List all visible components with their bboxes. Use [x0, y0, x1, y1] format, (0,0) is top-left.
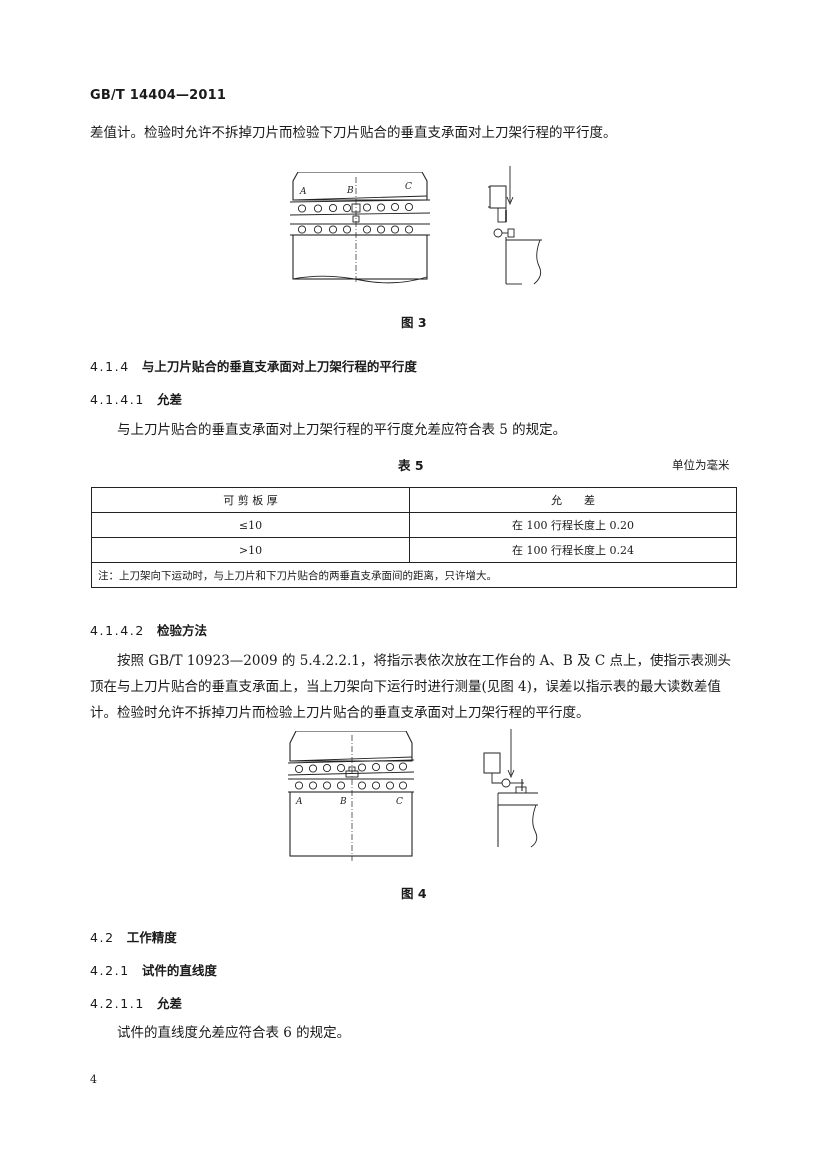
section-title: 允差 — [156, 996, 182, 1011]
figure-4-side-view — [478, 729, 548, 849]
fig3-label-a: A — [299, 187, 307, 197]
section-4-1-4-heading: 4.1.4 与上刀片贴合的垂直支承面对上刀架行程的平行度 — [90, 356, 417, 375]
table-5-title: 表 5 — [398, 458, 424, 473]
section-4-2-1-1-heading: 4.2.1.1 允差 — [90, 993, 182, 1012]
paragraph-continuation: 差值计。检验时允许不拆掉刀片而检验下刀片贴合的垂直支承面对上刀架行程的平行度。 — [90, 125, 617, 141]
section-number: 4.2.1 — [90, 963, 130, 978]
section-title: 检验方法 — [156, 623, 207, 638]
table-5: 可 剪 板 厚 允 差 ≤10 在 100 行程长度上 0.20 >10 在 1… — [91, 487, 737, 588]
figure-3-caption: 图 3 — [401, 315, 427, 330]
header-thickness: 可 剪 板 厚 — [91, 487, 410, 513]
figure-3-front-view: A B C — [285, 172, 435, 288]
table-5-unit: 单位为毫米 — [672, 458, 730, 472]
fig4-label-b: B — [339, 797, 347, 807]
section-number: 4.1.4 — [90, 359, 130, 374]
paragraph-4-1-4-2: 按照 GB/T 10923—2009 的 5.4.2.2.1，将指示表依次放在工… — [90, 653, 731, 721]
section-4-2-heading: 4.2 工作精度 — [90, 927, 177, 946]
fig3-label-c: C — [405, 182, 412, 192]
paragraph-4-2-1-1: 试件的直线度允差应符合表 6 的规定。 — [117, 1025, 351, 1041]
header-tolerance: 允 差 — [409, 487, 737, 513]
table-row: ≤10 在 100 行程长度上 0.20 — [91, 512, 737, 538]
table-note-row: 注：上刀架向下运动时，与上刀片和下刀片贴合的两垂直支承面间的距离，只许增大。 — [91, 562, 737, 588]
paragraph-4-1-4-1: 与上刀片贴合的垂直支承面对上刀架行程的平行度允差应符合表 5 的规定。 — [117, 422, 567, 438]
standard-header: GB/T 14404—2011 — [90, 88, 227, 103]
cell-thickness: ≤10 — [91, 512, 410, 538]
fig4-label-c: C — [396, 797, 403, 807]
table-header-row: 可 剪 板 厚 允 差 — [91, 487, 737, 513]
section-4-1-4-1-heading: 4.1.4.1 允差 — [90, 389, 182, 408]
section-4-1-4-2-heading: 4.1.4.2 检验方法 — [90, 620, 207, 639]
section-title: 工作精度 — [126, 930, 177, 945]
section-number: 4.2.1.1 — [90, 996, 145, 1011]
section-number: 4.2 — [90, 930, 115, 945]
section-title: 与上刀片贴合的垂直支承面对上刀架行程的平行度 — [141, 359, 417, 374]
section-title: 允差 — [156, 392, 182, 407]
section-4-2-1-heading: 4.2.1 试件的直线度 — [90, 960, 217, 979]
figure-4-front-view: A B C — [286, 731, 416, 861]
fig4-label-a: A — [295, 797, 303, 807]
figure-4-caption: 图 4 — [401, 886, 427, 901]
cell-tolerance: 在 100 行程长度上 0.24 — [409, 537, 737, 563]
figure-3-side-view — [482, 166, 552, 290]
table-note: 注：上刀架向下运动时，与上刀片和下刀片贴合的两垂直支承面间的距离，只许增大。 — [91, 562, 737, 588]
cell-tolerance: 在 100 行程长度上 0.20 — [409, 512, 737, 538]
section-number: 4.1.4.2 — [90, 623, 145, 638]
table-row: >10 在 100 行程长度上 0.24 — [91, 537, 737, 563]
section-number: 4.1.4.1 — [90, 392, 145, 407]
section-title: 试件的直线度 — [141, 963, 217, 978]
cell-thickness: >10 — [91, 537, 410, 563]
fig3-label-b: B — [346, 186, 354, 196]
page-number: 4 — [90, 1073, 97, 1086]
